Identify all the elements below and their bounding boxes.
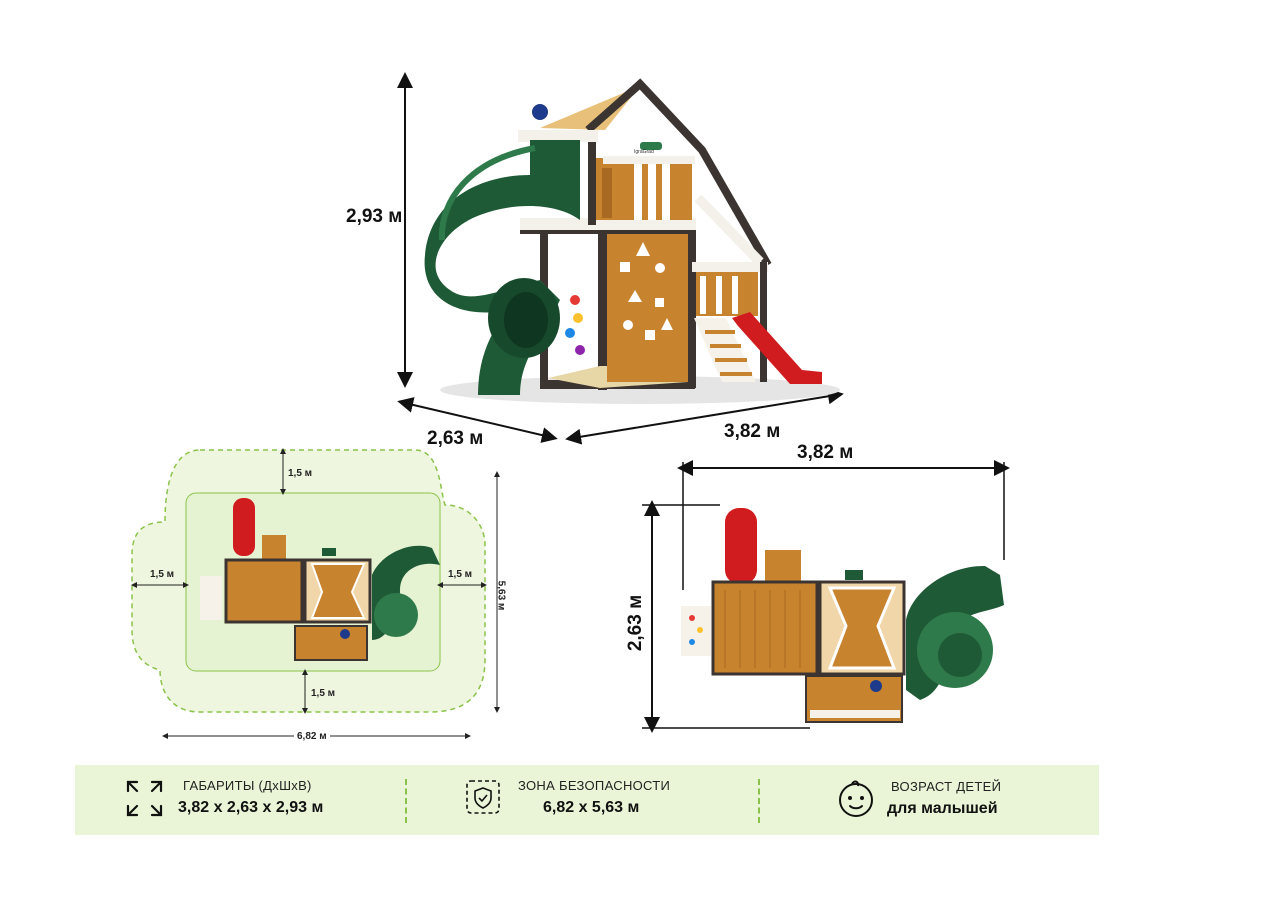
info-divider (758, 779, 760, 823)
info-bar: ГАБАРИТЫ (ДхШхВ) 3,82 х 2,63 х 2,93 м ЗО… (75, 765, 1099, 835)
safety-left-margin: 1,5 м (150, 569, 175, 580)
safety-right-margin: 1,5 м (448, 569, 473, 580)
dimensions-value: 3,82 х 2,63 х 2,93 м (178, 799, 324, 816)
dimensions-title: ГАБАРИТЫ (ДхШхВ) (183, 778, 312, 793)
age-title: ВОЗРАСТ ДЕТЕЙ (891, 779, 1002, 794)
safety-value: 6,82 х 5,63 м (543, 799, 640, 816)
safety-total-width: 6,82 м (294, 731, 330, 742)
height-label: 2,93 м (346, 206, 403, 227)
top-view-width-label: 3,82 м (797, 442, 854, 463)
age-value: для малышей (887, 800, 998, 817)
safety-top-margin: 1,5 м (288, 468, 313, 479)
safety-bottom-margin: 1,5 м (311, 688, 336, 699)
width-label: 3,82 м (724, 421, 781, 442)
info-divider (405, 779, 407, 823)
top-view-depth-label: 2,63 м (625, 594, 647, 652)
baby-face-icon (839, 780, 873, 817)
resize-arrows-icon (126, 780, 163, 817)
depth-label: 2,63 м (427, 428, 484, 449)
safety-shield-icon (466, 780, 500, 814)
brand-mark: IgraGrad (634, 149, 654, 155)
safety-title: ЗОНА БЕЗОПАСНОСТИ (518, 778, 671, 793)
